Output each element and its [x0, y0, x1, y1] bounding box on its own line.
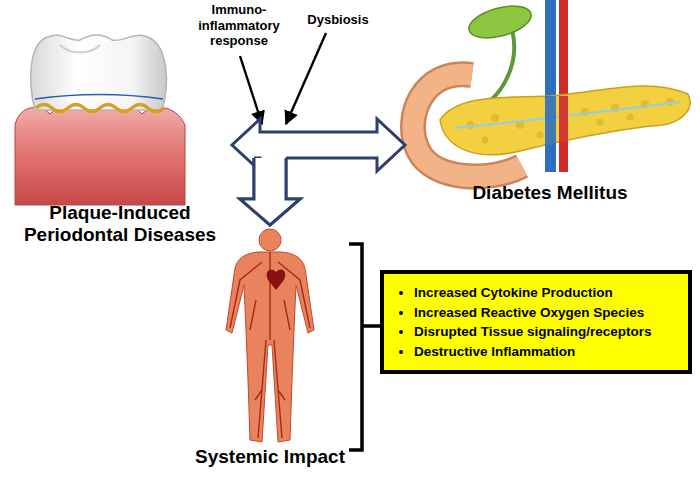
node-title: Plaque-Induced Periodontal Diseases: [8, 202, 232, 247]
illustrated-node: Plaque-Induced Periodontal Diseases: [8, 30, 232, 247]
node-title: Diabetes Mellitus: [405, 182, 695, 204]
tooth-illustration: [15, 35, 185, 205]
pancreas-illustration: [413, 0, 690, 177]
block-arrow: [240, 158, 300, 225]
bullet-list: Increased Cytokine ProductionIncreased R…: [390, 283, 678, 361]
node-title: Systemic Impact: [190, 446, 350, 468]
annotation-label: Immuno-inflammatory response: [186, 2, 292, 49]
pointer-arrow: [240, 56, 262, 124]
bullet-text: Increased Reactive Oxygen Species: [414, 303, 678, 323]
human-figure: [226, 229, 314, 442]
bullet-text: Destructive Inflammation: [414, 342, 678, 362]
block-arrow: [240, 158, 300, 225]
bracket: [349, 244, 380, 450]
illustrated-node: Diabetes Mellitus: [405, 0, 695, 204]
illustrated-node: Systemic Impact: [190, 225, 350, 468]
bullet-text: Increased Cytokine Production: [414, 283, 678, 303]
pointer-arrow: [286, 33, 326, 124]
annotation-label: Dysbiosis: [298, 12, 378, 28]
bullet-text: Disrupted Tissue signaling/receptors: [414, 322, 678, 342]
bullet-box: Increased Cytokine ProductionIncreased R…: [380, 270, 692, 374]
